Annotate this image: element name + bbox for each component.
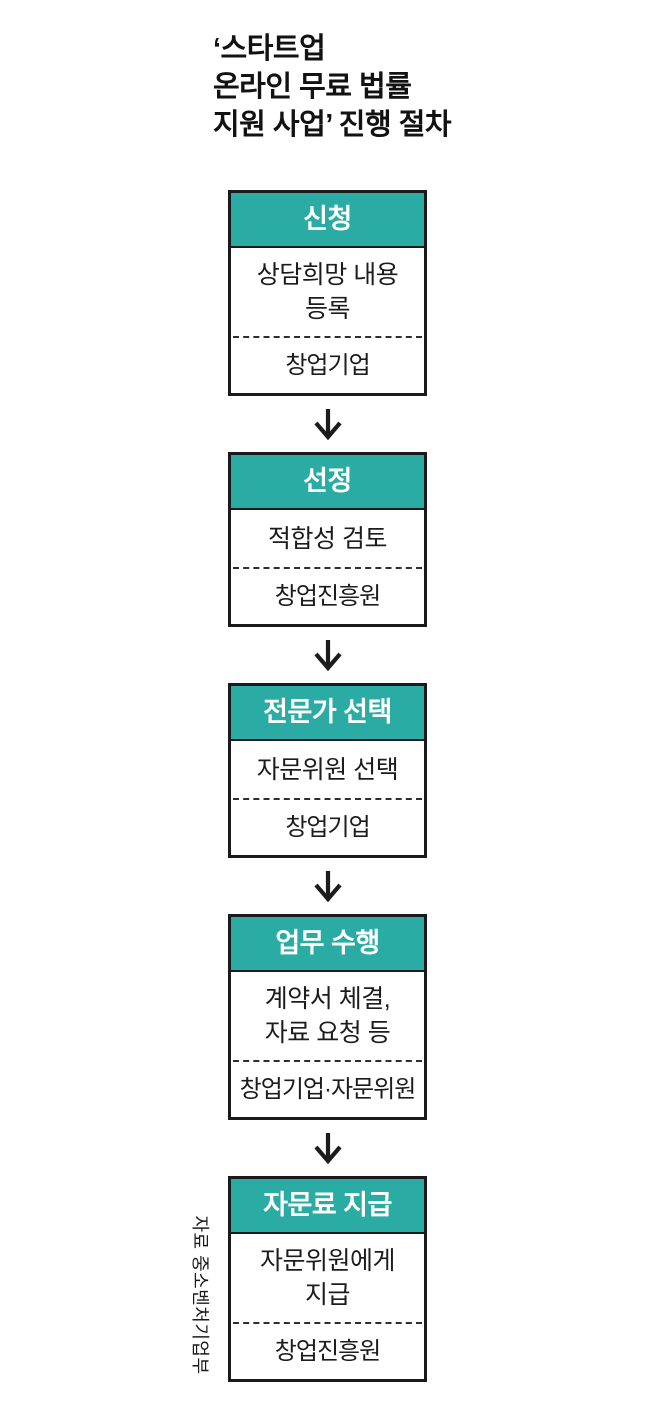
page-title: ‘스타트업 온라인 무료 법률 지원 사업’ 진행 절차	[213, 33, 452, 141]
dashed-divider	[233, 1322, 422, 1324]
flow-step-selection: 선정 적합성 검토 창업진흥원	[228, 452, 427, 627]
dashed-divider	[233, 1060, 422, 1062]
step-description: 자문위원에게 지급	[259, 1247, 396, 1309]
dashed-divider	[233, 336, 422, 338]
step-actor: 창업진흥원	[274, 1337, 381, 1365]
flow-step-work: 업무 수행 계약서 체결, 자료 요청 등 창업기업·자문위원	[228, 914, 427, 1120]
step-description: 계약서 체결, 자료 요청 등	[264, 985, 391, 1047]
flow-step-fee-payment: 자문료 지급 자문위원에게 지급 창업진흥원	[228, 1176, 427, 1382]
step-header: 업무 수행	[231, 917, 424, 972]
step-actor: 창업기업·자문위원	[239, 1075, 417, 1103]
source-note: 자료 중소벤처기업부	[190, 1215, 210, 1375]
down-arrow-icon	[312, 638, 344, 672]
flow-diagram: 신청 상담희망 내용 등록 창업기업 선정 적합성 검토 창업진흥원	[228, 190, 427, 1382]
step-header: 전문가 선택	[231, 686, 424, 741]
step-actor: 창업진흥원	[274, 582, 381, 610]
dashed-divider	[233, 567, 422, 569]
flow-step-expert-choice: 전문가 선택 자문위원 선택 창업기업	[228, 683, 427, 858]
step-description: 자문위원 선택	[256, 755, 399, 784]
step-header: 자문료 지급	[231, 1179, 424, 1234]
step-actor: 창업기업	[285, 351, 370, 379]
step-description: 적합성 검토	[268, 524, 387, 553]
step-description: 상담희망 내용 등록	[256, 261, 399, 323]
step-header: 선정	[231, 455, 424, 510]
down-arrow-icon	[312, 869, 344, 903]
down-arrow-icon	[312, 407, 344, 441]
dashed-divider	[233, 798, 422, 800]
down-arrow-icon	[312, 1131, 344, 1165]
flow-step-apply: 신청 상담희망 내용 등록 창업기업	[228, 190, 427, 396]
step-actor: 창업기업	[285, 813, 370, 841]
step-header: 신청	[231, 193, 424, 248]
